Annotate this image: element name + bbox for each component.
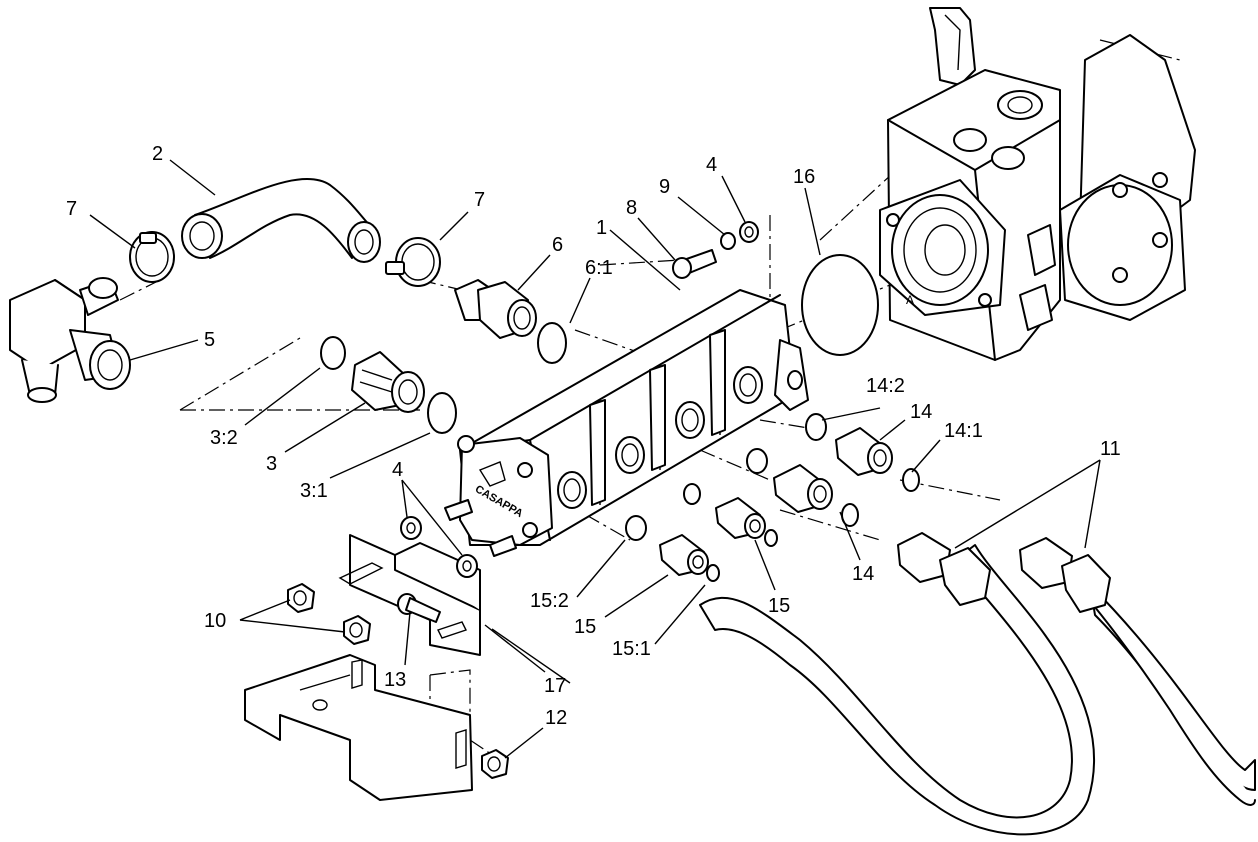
hose-assembly-part-11-front [699,532,1095,836]
bolt-part-8 [672,249,717,279]
bracket-part-17 [338,534,481,656]
callout-3-1: 3:1 [300,480,328,502]
callout-14-1: 14:1 [944,420,983,442]
elbow-fitting-part-5 [9,277,131,403]
nut-part-10-upper [287,583,315,613]
gear-pump-part-1: CASAPPA [444,289,809,557]
oring-part-14-lower-small [746,448,768,474]
nut-part-10-lower [343,615,371,645]
oring-part-15-right-back [764,529,778,547]
leader-lines [89,159,1101,759]
oring-part-3-1 [427,392,457,434]
gearbox-housing: A [879,7,1196,361]
oring-part-15-2 [625,515,647,541]
callout-7-left: 7 [66,198,77,220]
oring-part-3-2 [320,336,346,370]
fitting-part-15-right [715,497,766,539]
callout-10: 10 [204,610,226,632]
callout-4-top: 4 [706,154,717,176]
washer-part-4-bracket-lower [456,554,478,578]
callout-3-2: 3:2 [210,427,238,449]
callout-14-upper: 14 [910,401,932,423]
large-oring-part-16 [801,254,879,356]
callout-15-left: 15 [574,616,596,638]
callout-11: 11 [1100,438,1121,460]
callout-1: 1 [596,217,607,239]
fitting-part-14-upper [835,427,893,476]
washer-part-4-top [739,221,759,243]
curved-hose-part-2 [181,178,381,263]
callout-labels: 2 7 7 5 6 6:1 1 8 9 4 16 3:2 3 3:1 4 10 … [66,143,1121,729]
callout-3: 3 [266,453,277,475]
callout-8: 8 [626,197,637,219]
callout-4-bracket: 4 [392,459,403,481]
bolt-part-13 [397,593,441,623]
callout-12: 12 [545,707,567,729]
oring-part-15-1 [706,564,720,582]
callout-14-2: 14:2 [866,375,905,397]
hose-clamp-right-part-7 [385,237,441,287]
washer-part-4-bracket-upper [400,516,422,540]
callout-14-lower: 14 [852,563,874,585]
oring-part-6-1 [537,322,567,364]
housing-mark-label: A [906,293,914,307]
hose-assembly-part-11-back [1019,537,1256,806]
nut-part-12 [481,749,509,779]
callout-7-right: 7 [474,189,485,211]
callout-6-1: 6:1 [585,257,613,279]
fitting-part-15-left [659,534,709,576]
hose-clamp-left-part-7 [129,231,175,283]
fitting-part-3 [351,351,425,413]
callout-9: 9 [659,176,670,198]
callout-16: 16 [793,166,815,188]
fitting-part-6 [454,279,537,339]
callout-15-2: 15:2 [530,590,569,612]
fitting-part-14-lower [773,464,833,513]
callout-15-right: 15 [768,595,790,617]
callout-6: 6 [552,234,563,256]
callout-5: 5 [204,329,215,351]
lower-mount-bracket [244,654,473,801]
callout-2: 2 [152,143,163,165]
callout-17: 17 [544,675,566,697]
oring-part-15-upper-small [683,483,701,505]
callout-15-1: 15:1 [612,638,651,660]
callout-13: 13 [384,669,406,691]
lock-washer-part-9 [720,232,736,250]
oring-part-14-2 [805,413,827,441]
oring-part-14-1 [902,468,920,492]
